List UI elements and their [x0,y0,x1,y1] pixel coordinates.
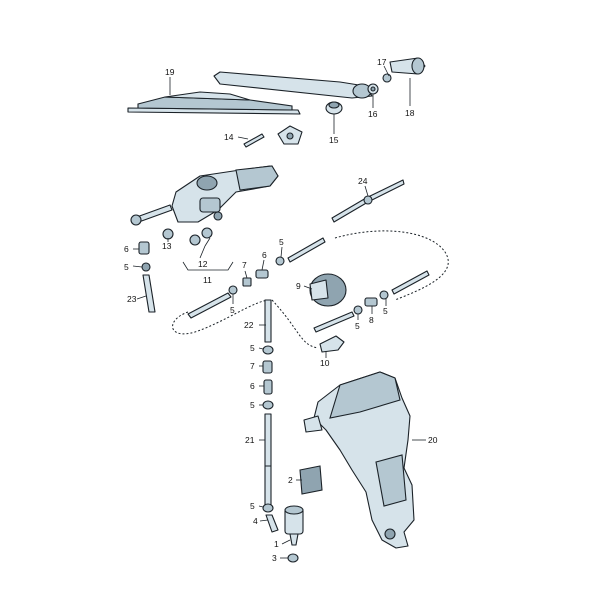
motor-bushes-12 [189,227,213,246]
wiper-arm [213,71,373,99]
callout-10: 10 [320,358,330,368]
seal-washer [277,125,303,145]
arm-cover-cap [389,57,426,75]
callout-5g: 5 [250,400,255,410]
callout-6b: 6 [262,250,267,260]
callout-5a: 5 [124,262,129,272]
callout-23: 23 [127,294,137,304]
callout-6a: 6 [124,244,129,254]
group-bracket-11 [182,261,234,271]
callout-8: 8 [369,315,374,325]
callout-5e: 5 [383,306,388,316]
callout-5b: 5 [230,305,235,315]
washer-nozzle-9 [309,273,347,307]
callout-19: 19 [165,67,175,77]
callout-6c: 6 [250,381,255,391]
washer-pump-1 [284,505,304,546]
callout-3: 3 [272,553,277,563]
callout-5h: 5 [250,501,255,511]
callout-16: 16 [368,109,378,119]
callout-1: 1 [274,539,279,549]
holder-10 [319,335,345,353]
motor-link-rod [130,204,173,226]
right-hose-line [313,270,430,333]
hose-piece-24 [331,179,405,223]
callout-9: 9 [296,281,301,291]
callout-labels: 19 17 18 16 15 14 24 13 12 11 6 5 23 5 7… [124,57,438,563]
callout-7b: 7 [250,361,255,371]
wiper-motor [171,165,279,223]
center-hose-segments [187,237,326,319]
pin [243,133,265,148]
leader-lines [132,65,426,559]
motor-bolt-13 [162,228,174,240]
callout-13: 13 [162,241,172,251]
left-connector [138,241,156,313]
grommet-3 [287,553,299,563]
callout-5d: 5 [355,321,360,331]
callout-11: 11 [203,275,212,285]
callout-5c: 5 [279,237,284,247]
callout-12: 12 [198,259,208,269]
callout-18: 18 [405,108,415,118]
wiper-blade [127,91,301,115]
washer-reservoir-20 [303,371,415,549]
callout-24: 24 [358,176,368,186]
filter-2 [299,465,323,495]
callout-22: 22 [244,320,254,330]
vertical-hose-stack [262,299,279,533]
callout-17: 17 [377,57,387,67]
grommet [325,101,343,115]
callout-20: 20 [428,435,438,445]
callout-14: 14 [224,132,234,142]
callout-7a: 7 [242,260,247,270]
washer-hose-route [172,230,449,349]
callout-2: 2 [288,475,293,485]
callout-15: 15 [329,135,339,145]
arm-nut [367,83,379,95]
callout-5f: 5 [250,343,255,353]
callout-21: 21 [245,435,255,445]
small-nut [382,73,392,83]
callout-4: 4 [253,516,258,526]
